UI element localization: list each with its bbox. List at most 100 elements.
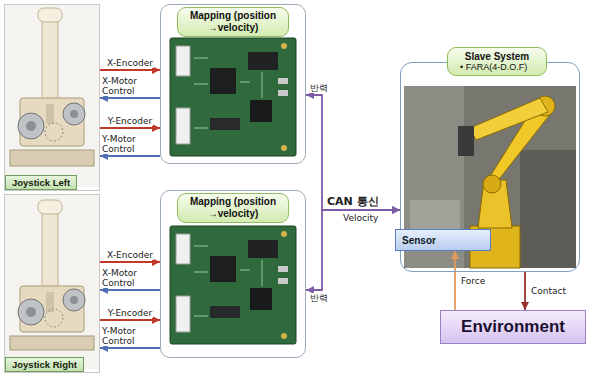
free-label: CAN 통신 [326, 195, 380, 208]
label-anchor: Contact [530, 286, 567, 296]
edge-label: X-Encoder [106, 250, 154, 260]
header-pill: Slave System• FARA(4-D.O.F) [447, 47, 547, 76]
connector-line [100, 127, 160, 129]
arrow-head [521, 302, 529, 310]
illustration-part [278, 266, 288, 272]
illustration-part [18, 299, 44, 325]
mapping-board-box: Mapping (position →velocity) [160, 4, 306, 164]
illustration-part [458, 126, 474, 156]
edge-label: 반력 [309, 293, 329, 303]
joystick-photo-box: Joystick Right [4, 194, 100, 373]
edge-label: 반력 [309, 83, 329, 93]
label-anchor: X-Motor Control [101, 76, 159, 96]
pcb-board-top [170, 38, 296, 156]
arrow-head [392, 206, 400, 214]
free-label: Velocity [342, 213, 379, 224]
illustration-part [18, 113, 44, 139]
connector-line [306, 95, 400, 210]
illustration-part [176, 46, 190, 76]
illustration-part [210, 256, 236, 282]
label-anchor: 반력 [309, 83, 329, 93]
pcb-board-bottom [170, 226, 296, 344]
joystick-right-parts [10, 200, 94, 350]
mapping-board-box: Mapping (position →velocity) [160, 190, 306, 358]
connector-line [100, 319, 160, 321]
connector [451, 251, 459, 310]
connector-line [100, 347, 160, 349]
joystick-photo-box: Joystick Left [4, 4, 100, 191]
illustration-part [176, 234, 190, 264]
arrow-head [392, 206, 400, 214]
label-anchor: Y-Encoder [107, 116, 153, 126]
label-anchor: Velocity [342, 213, 379, 224]
illustration-part [38, 200, 62, 214]
illustration-part [520, 150, 576, 268]
illustration-part [42, 204, 58, 292]
label-anchor: X-Motor Control [101, 268, 159, 288]
box-heading: Mapping (position →velocity) [177, 7, 289, 37]
illustration-part [210, 68, 236, 94]
illustration-part [10, 150, 94, 166]
label-anchor: X-Encoder [106, 250, 154, 260]
illustration-part [63, 289, 85, 311]
connector-line [100, 97, 160, 99]
illustration-part [250, 100, 272, 122]
illustration-part [250, 288, 272, 310]
edge-label: Y-Motor Control [101, 134, 159, 154]
box-label: Sensor [402, 235, 436, 246]
illustration-part [42, 12, 58, 104]
environment-box: Environment [440, 310, 586, 344]
joystick-right-photo [5, 195, 99, 369]
box-heading: Mapping (position →velocity) [177, 193, 289, 223]
illustration-part [5, 5, 99, 187]
connector-line [100, 289, 160, 291]
illustration-part [45, 309, 63, 327]
connector [521, 272, 529, 310]
label-anchor: Y-Motor Control [101, 134, 159, 154]
illustration-part [483, 175, 501, 193]
connector-line [100, 155, 160, 157]
label-anchor: Y-Encoder [107, 308, 153, 318]
illustration-part [26, 121, 36, 131]
edge-label: Y-Encoder [107, 308, 153, 318]
illustration-part [470, 98, 548, 140]
illustration-part [281, 333, 287, 339]
box-heading: Slave System [452, 51, 542, 62]
illustration-part [63, 103, 85, 125]
label-anchor: 반력 [309, 293, 329, 303]
illustration-part [248, 240, 278, 258]
connector-line [306, 210, 400, 290]
label-anchor: X-Encoder [106, 58, 154, 68]
illustration-part [176, 296, 190, 332]
connector-line [454, 251, 456, 310]
illustration-part [10, 336, 94, 350]
box-label: Environment [461, 317, 565, 337]
illustration-part [281, 145, 287, 151]
label-anchor: Y-Motor Control [101, 326, 159, 346]
illustration-part [170, 226, 296, 344]
label-anchor: Force [460, 276, 486, 286]
illustration-part [281, 43, 287, 49]
illustration-part [70, 110, 78, 118]
illustration-part [281, 231, 287, 237]
illustration-part [26, 307, 36, 317]
arrow-head [451, 251, 459, 259]
illustration-part [70, 296, 78, 304]
illustration-part [176, 108, 190, 144]
illustration-part [210, 306, 240, 318]
illustration-part [194, 58, 262, 128]
photo-caption: Joystick Right [5, 357, 84, 372]
edge-label: X-Encoder [106, 58, 154, 68]
illustration-part [194, 246, 262, 316]
illustration-part [278, 78, 288, 84]
box-heading: • FARA(4-D.O.F) [452, 62, 542, 72]
illustration-part [278, 278, 288, 284]
illustration-part [46, 104, 54, 124]
edge-label: Force [460, 276, 486, 286]
edge-label: Contact [530, 286, 567, 296]
sensor-box: Sensor [395, 229, 491, 251]
edge-label: Y-Encoder [107, 116, 153, 126]
illustration-part [278, 90, 288, 96]
